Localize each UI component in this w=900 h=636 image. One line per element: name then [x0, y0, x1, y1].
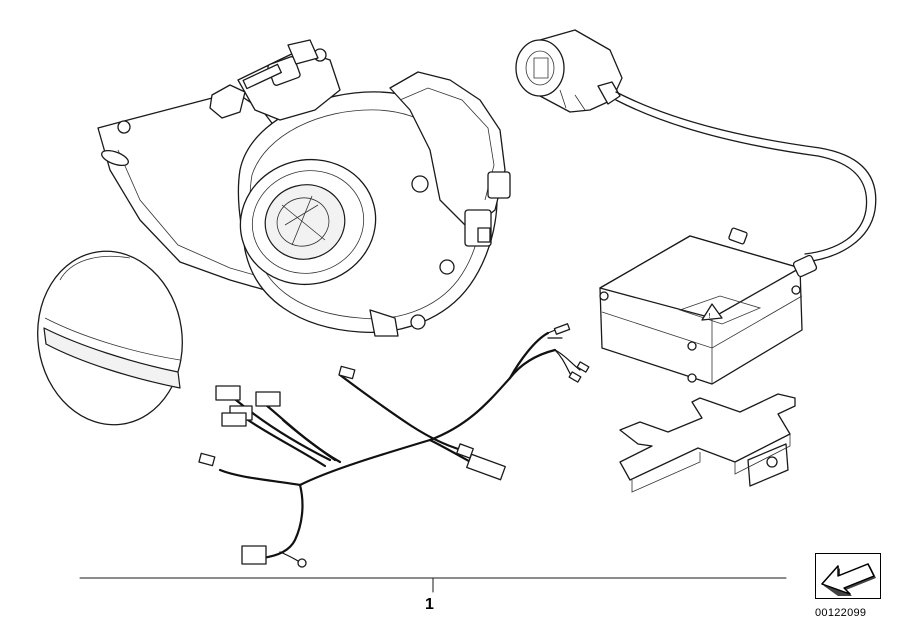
part-number-label: 1 — [425, 596, 434, 613]
bulb-socket — [515, 29, 877, 263]
reference-arrow-box — [815, 553, 881, 599]
mounting-bracket — [619, 393, 796, 493]
ballast-unit: ! — [599, 227, 818, 385]
hazard-symbol: ! — [708, 312, 711, 320]
headlight-cover — [37, 250, 183, 426]
arrow-icon — [821, 563, 876, 596]
reference-code: 00122099 — [815, 607, 867, 619]
wiring-harness — [198, 323, 590, 568]
headlight-assembly — [97, 39, 511, 337]
callout-line — [79, 577, 787, 593]
